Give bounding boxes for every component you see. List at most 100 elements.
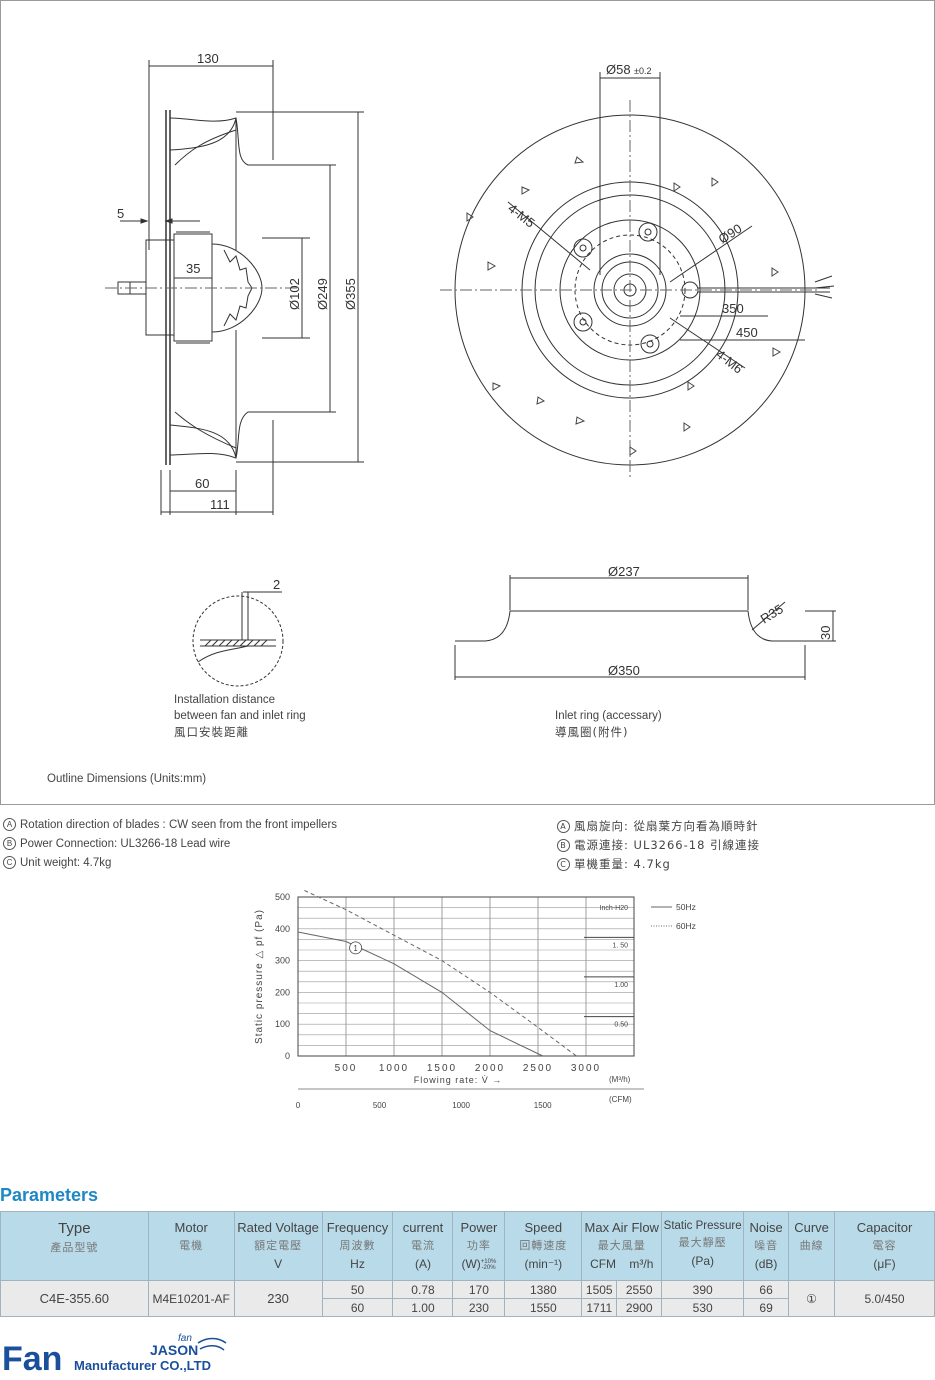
dim-gap-2: 2: [273, 577, 280, 592]
x2-tick-label: 1500: [534, 1101, 552, 1110]
y-tick-label: 300: [275, 956, 290, 966]
dim-d58: Ø58: [606, 62, 631, 77]
y-tick-label: 100: [275, 1019, 290, 1029]
cell-pressure: 530: [661, 1298, 745, 1317]
dim-d355: Ø355: [343, 278, 358, 310]
x-axis-title: Flowing rate: V̇ →: [414, 1075, 503, 1085]
install-distance-label: Installation distance between fan and in…: [174, 694, 306, 739]
dim-130: 130: [197, 51, 219, 66]
cell-cfm: 1711: [581, 1298, 618, 1317]
x2-tick-label: 500: [373, 1101, 387, 1110]
y-tick-label: 400: [275, 924, 290, 934]
dim-d102: Ø102: [287, 278, 302, 310]
dim-d237: Ø237: [608, 564, 640, 579]
logo-jason: JASON: [150, 1342, 198, 1358]
x2-tick-label: 1000: [452, 1101, 470, 1110]
dim-d249: Ø249: [315, 278, 330, 310]
x2-unit-label: (CFM): [609, 1095, 632, 1104]
cell-capacitor: 5.0/450: [834, 1280, 935, 1317]
legend-label: 50Hz: [676, 902, 696, 912]
outline-drawing: 130 5 35 Ø102 Ø249 Ø355 60 111 Ø58 ±0.2 …: [105, 51, 836, 687]
cell-curve: ①: [788, 1280, 836, 1317]
cell-voltage: 230: [233, 1280, 323, 1317]
dim-350: 350: [722, 301, 744, 316]
dim-60: 60: [195, 476, 209, 491]
x-unit-label: (M³/h): [609, 1075, 631, 1084]
cell-m3h: 2550: [616, 1280, 663, 1299]
cell-hz: 60: [321, 1298, 394, 1317]
dim-30: 30: [818, 626, 833, 640]
cell-motor: M4E10201-AF: [147, 1280, 235, 1317]
dim-d350: Ø350: [608, 663, 640, 678]
cell-type: C4E-355.60: [0, 1280, 149, 1317]
y-tick-label: 200: [275, 987, 290, 997]
dim-4-m6: 4-M6: [713, 347, 746, 377]
dim-35: 35: [186, 261, 200, 276]
company-logo: Fan fan JASON Manufacturer CO.,LTD: [2, 1333, 242, 1380]
dim-4-m5: 4-M5: [505, 201, 538, 231]
cell-current: 1.00: [392, 1298, 454, 1317]
right-axis-tick-label: 1.00: [614, 982, 628, 989]
cell-m3h: 2900: [616, 1298, 663, 1317]
fan-swirl-icon: [197, 1337, 227, 1351]
table-row: 60 1.00 230 1550 1711 2900 530 69: [1, 1298, 935, 1317]
right-axis-unit: Inch-H20: [600, 905, 629, 912]
x-tick-label: 3000: [571, 1063, 601, 1074]
curve-marker-label: 1: [353, 944, 358, 953]
dim-450: 450: [736, 325, 758, 340]
cell-power: 170: [452, 1280, 506, 1299]
inlet-ring-label: Inlet ring (accessary) 導風圈(附件): [555, 710, 662, 739]
y-tick-label: 0: [285, 1051, 290, 1061]
table-row: C4E-355.60 M4E10201-AF 230 50 0.78 170 1…: [0, 1280, 935, 1317]
cell-cfm: 1505: [581, 1280, 618, 1299]
y-axis-title: Static pressure △ pf (Pa): [254, 909, 265, 1044]
right-axis-tick-label: 0.50: [614, 1022, 628, 1029]
series-line-50hz: [297, 931, 544, 1057]
cell-speed: 1550: [504, 1298, 583, 1317]
parameters-title: Parameters: [0, 1185, 99, 1205]
dim-5: 5: [117, 206, 124, 221]
cell-power: 230: [452, 1298, 506, 1317]
x-tick-label: 2500: [523, 1063, 553, 1074]
dim-111: 111: [210, 497, 230, 512]
right-axis-tick-label: 1. 50: [612, 942, 628, 949]
dim-d90: Ø90: [716, 221, 745, 247]
cell-noise: 66: [743, 1280, 790, 1299]
x-tick-label: 1000: [379, 1063, 409, 1074]
logo-fan-text: Fan: [2, 1340, 62, 1375]
legend-label: 60Hz: [676, 921, 696, 931]
cell-hz: 50: [321, 1280, 394, 1299]
dim-d58-tolerance: ±0.2: [634, 66, 651, 76]
x-tick-label: 2000: [475, 1063, 505, 1074]
logo-fan-small: fan: [178, 1333, 192, 1344]
outline-caption: Outline Dimensions (Units:mm): [47, 773, 207, 785]
cell-noise: 69: [743, 1298, 790, 1317]
cell-pressure: 390: [661, 1280, 745, 1299]
cell-current: 0.78: [392, 1280, 454, 1299]
x2-tick-label: 0: [296, 1101, 301, 1110]
logo-company-name: Manufacturer CO.,LTD: [74, 1358, 211, 1373]
x-tick-label: 1500: [427, 1063, 457, 1074]
curve-marker: [349, 941, 362, 955]
cell-speed: 1380: [504, 1280, 583, 1299]
